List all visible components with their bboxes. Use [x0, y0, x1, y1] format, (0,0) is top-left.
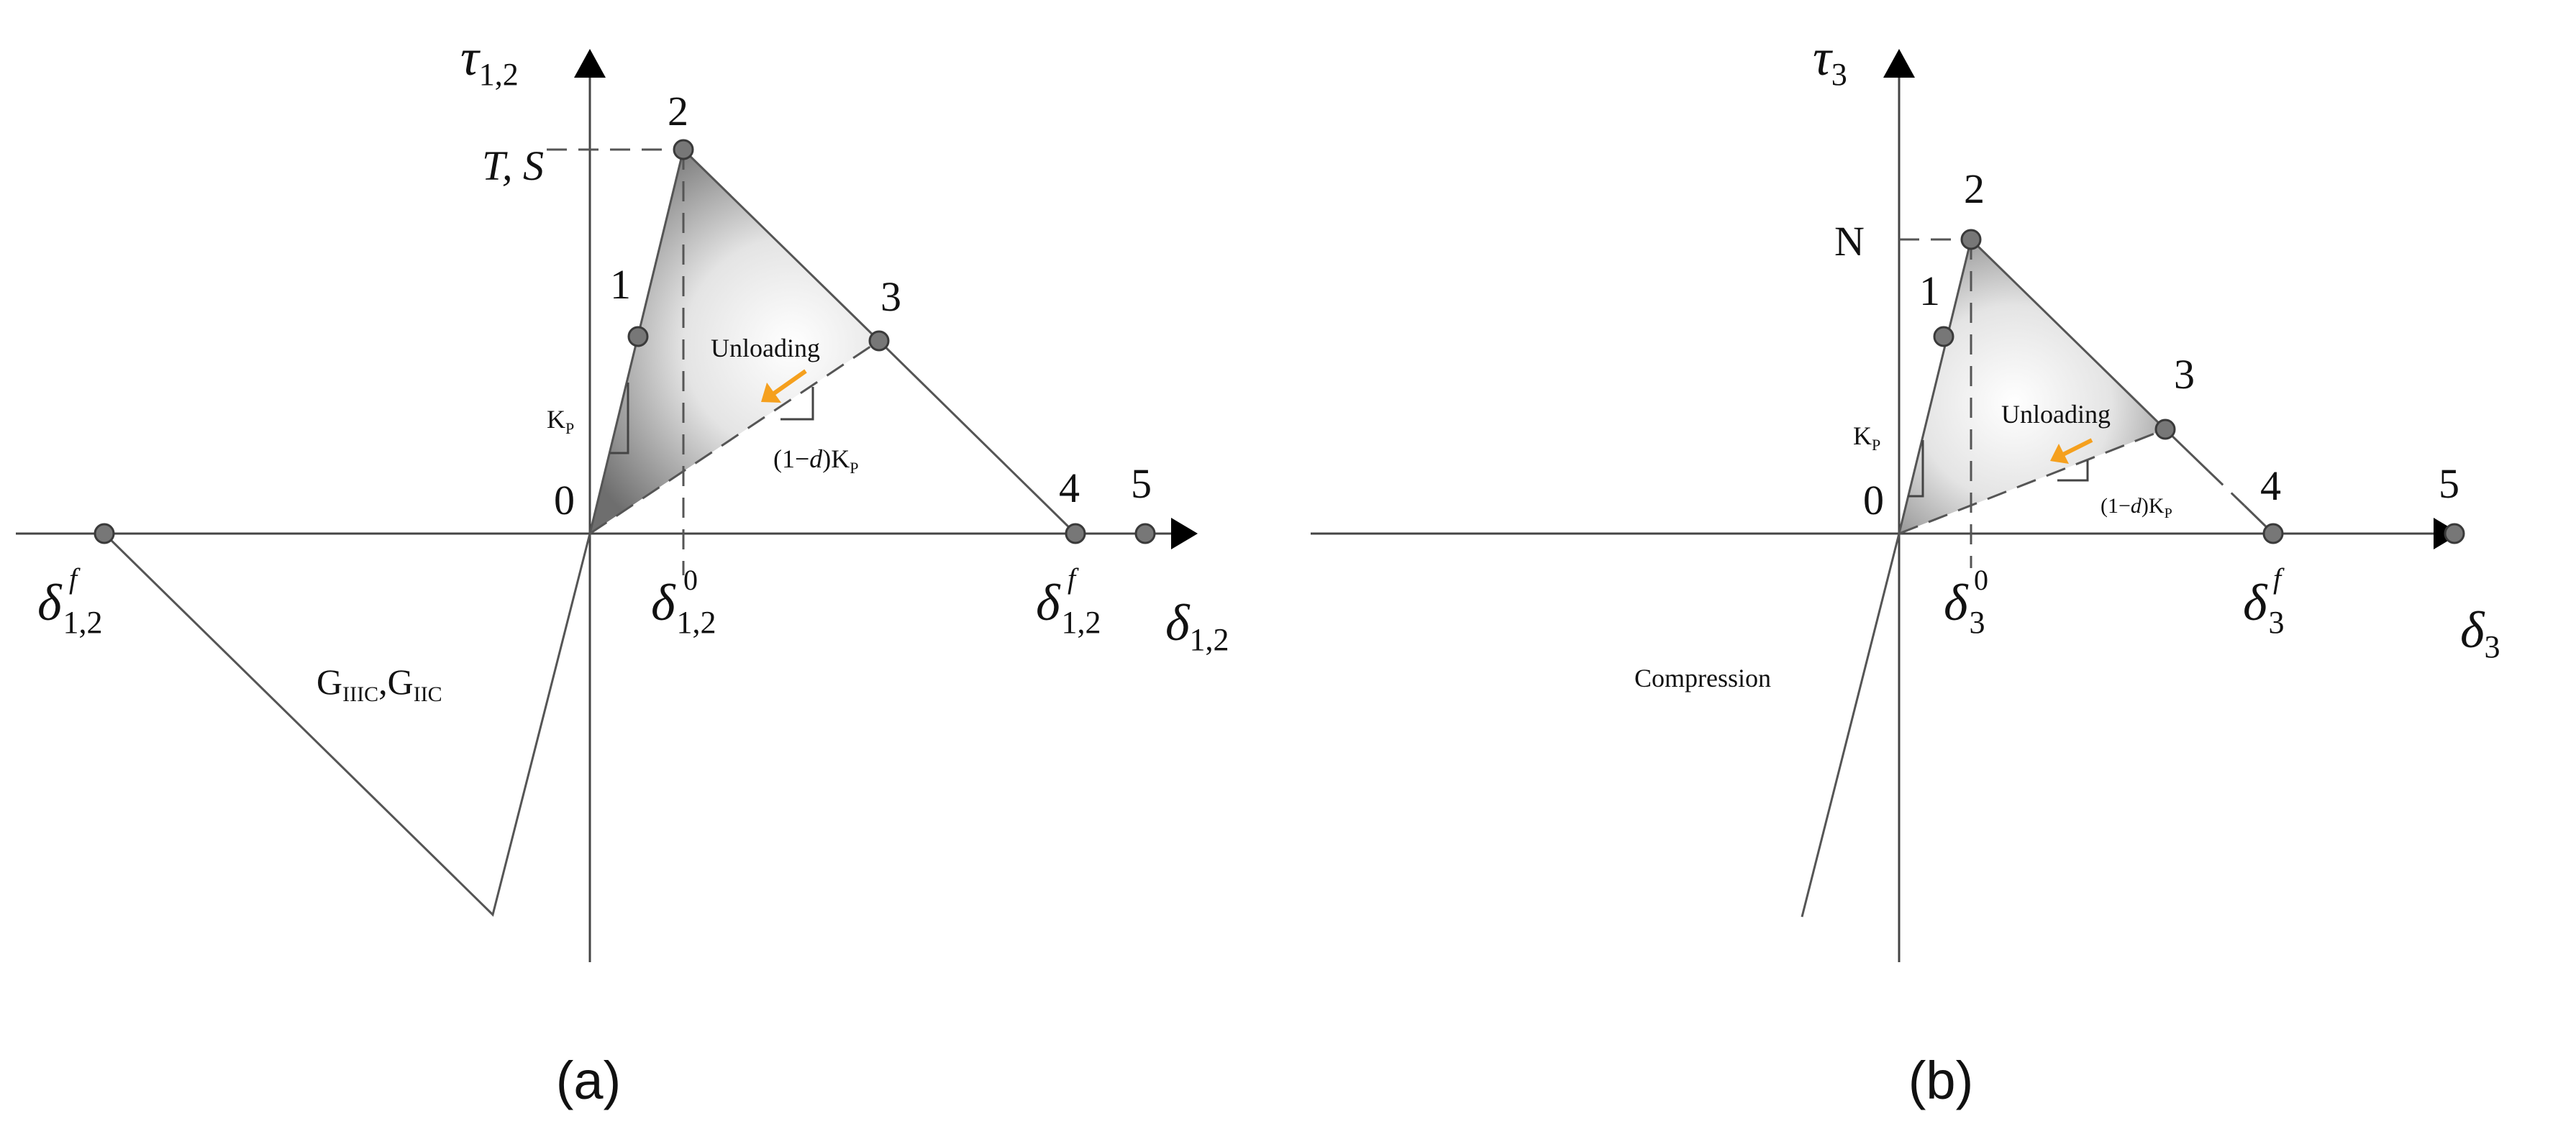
panel-b-point-label-2: 2 [1964, 165, 1985, 212]
panel-a-point-2 [673, 139, 694, 160]
panel-a-point-4 [1065, 523, 1086, 544]
panel-a-kp-triangle [610, 383, 629, 454]
panel-a-delta-f-neg-label: δ1,2f [37, 562, 102, 640]
panel-a-point-label-4: 4 [1059, 465, 1080, 511]
panel-a: τ1,2 δ1,2 T, S 0 1 2 3 4 5 δ1,20 δ1,2f δ… [16, 29, 1229, 1110]
panel-a-axes [16, 73, 1173, 962]
panel-b: τ3 δ3 N 0 1 2 3 4 5 δ30 δ3f KP Unloading… [1311, 29, 2500, 1110]
panel-a-point-neg [94, 523, 115, 544]
panel-a-point-1 [627, 326, 649, 347]
panel-b-unloading-arrow [2050, 438, 2093, 464]
panel-b-degraded-triangle [2057, 460, 2089, 482]
panel-b-delta-f-label: δ3f [2243, 562, 2285, 640]
panel-a-degraded-triangle [780, 387, 814, 421]
panel-b-point-label-1: 1 [1919, 268, 1940, 314]
panel-a-point-3 [868, 330, 890, 352]
panel-b-point-3 [2154, 419, 2176, 440]
panel-a-unloading-label: Unloading [711, 334, 820, 362]
panel-a-point-label-2: 2 [668, 88, 688, 134]
panel-b-y-axis-label: τ3 [1813, 29, 1847, 92]
panel-b-point-2 [1960, 229, 1982, 250]
panel-a-degraded-label: (1−d)KP [773, 444, 859, 477]
panel-a-energy-label: GIIIC,GIIC [317, 662, 442, 706]
panel-a-delta-f-pos-label: δ1,2f [1036, 562, 1101, 640]
panel-a-delta-zero-label: δ1,20 [651, 564, 716, 640]
panel-b-y-axis-arrow [1883, 49, 1915, 78]
panel-b-point-label-0: 0 [1863, 477, 1884, 524]
panel-b-kp-triangle [1908, 440, 1924, 498]
panel-b-shaded-region [1899, 239, 2165, 534]
panel-b-compression-label: Compression [1634, 664, 1771, 693]
panel-a-peak-label: T, S [482, 142, 544, 189]
panel-a-point-label-5: 5 [1131, 460, 1152, 507]
panel-b-peak-label: N [1834, 218, 1865, 265]
panel-b-point-5 [2444, 523, 2465, 544]
panel-a-point-label-0: 0 [554, 477, 575, 524]
panel-b-caption: (b) [1908, 1051, 1973, 1110]
panel-a-y-axis-label: τ1,2 [460, 29, 519, 92]
panel-a-x-axis-arrow [1171, 518, 1198, 549]
panel-b-markers [1933, 229, 2465, 544]
panel-b-point-label-4: 4 [2260, 462, 2281, 509]
panel-a-point-label-3: 3 [880, 273, 901, 320]
panel-b-point-label-3: 3 [2174, 351, 2195, 398]
panel-a-caption: (a) [556, 1051, 621, 1110]
panel-a-point-5 [1134, 523, 1156, 544]
panel-b-axes [1311, 73, 2435, 962]
panel-b-point-1 [1933, 326, 1954, 347]
panel-a-dashed-lines [547, 148, 880, 575]
panel-b-point-label-5: 5 [2439, 460, 2459, 507]
panel-b-point-4 [2262, 523, 2284, 544]
panel-a-kp-label: KP [547, 405, 574, 437]
panel-b-unloading-label: Unloading [2001, 400, 2111, 429]
panel-a-y-axis-arrow [574, 49, 606, 78]
panel-a-markers [94, 139, 1156, 544]
panel-b-degraded-label: (1−d)KP [2101, 494, 2172, 521]
panel-b-x-axis-label: δ3 [2460, 601, 2500, 664]
panel-a-unloading-arrow [761, 369, 807, 403]
panel-b-dashed-lines [1898, 238, 2246, 568]
panel-a-shaded-region [590, 150, 879, 534]
panel-b-kp-label: KP [1853, 421, 1880, 454]
panel-a-point-label-1: 1 [610, 261, 631, 308]
panel-a-x-axis-label: δ1,2 [1165, 594, 1229, 657]
panel-b-delta-zero-label: δ30 [1944, 564, 1988, 640]
